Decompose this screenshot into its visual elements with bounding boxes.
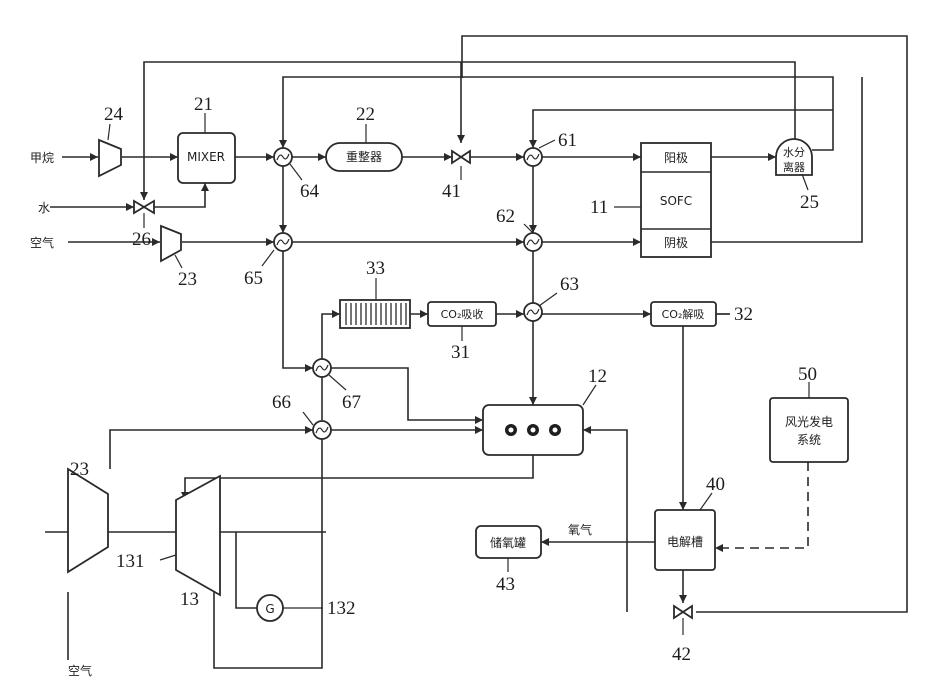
main-air-compressor: [68, 469, 108, 572]
ref-31: 31: [451, 342, 470, 363]
reformer-label: 重整器: [346, 149, 382, 164]
ref-22: 22: [356, 104, 375, 125]
hx-62: [524, 233, 542, 251]
ref-25: 25: [800, 192, 819, 213]
cathode-label: 阴极: [664, 236, 688, 250]
ref-67: 67: [342, 392, 361, 413]
valve-26: [134, 201, 154, 213]
hx-66: [313, 421, 331, 439]
hx-64: [274, 148, 292, 166]
oxygen-flow-label: 氧气: [568, 522, 592, 537]
hx-65: [274, 233, 292, 251]
separator-label-1: 水分: [783, 146, 805, 159]
mixer-label: MIXER: [187, 150, 225, 164]
ref-50: 50: [798, 364, 817, 385]
valve-41: [452, 151, 470, 163]
ref-41: 41: [442, 181, 461, 202]
ref-64: 64: [300, 181, 320, 202]
hx-61: [524, 148, 542, 166]
wind-solar-label-2: 系统: [797, 433, 821, 447]
flow-lines: [45, 36, 907, 668]
ref-63: 63: [560, 274, 579, 295]
ref-33: 33: [366, 258, 385, 279]
wind-solar-label-1: 风光发电: [785, 414, 833, 429]
ref-43: 43: [496, 574, 515, 595]
ref-21: 21: [194, 94, 213, 115]
ref-26: 26: [132, 229, 151, 250]
ref-11: 11: [590, 197, 608, 218]
wind-solar-system: [770, 398, 848, 462]
ref-24: 24: [104, 104, 124, 125]
ref-61: 61: [558, 130, 577, 151]
ref-23-bottom: 23: [70, 459, 89, 480]
methane-compressor: [99, 140, 121, 176]
water-input-label: 水: [38, 201, 50, 215]
methane-input-label: 甲烷: [30, 151, 54, 165]
ref-23-top: 23: [178, 269, 197, 290]
air-compressor: [161, 226, 181, 261]
ref-32: 32: [734, 304, 753, 325]
ref-65: 65: [244, 268, 263, 289]
generator-label: G: [265, 602, 274, 616]
separator-label-2: 离器: [783, 160, 805, 174]
electrolyzer-label: 电解槽: [667, 535, 703, 549]
ref-132: 132: [327, 598, 356, 619]
ref-42: 42: [672, 644, 691, 665]
anode-label: 阳极: [664, 151, 688, 165]
oxygen-storage-label: 储氧罐: [490, 535, 526, 550]
ref-12: 12: [588, 366, 607, 387]
air-bottom-label: 空气: [68, 663, 92, 678]
ref-62: 62: [496, 206, 515, 227]
valve-42: [674, 606, 692, 618]
ref-40: 40: [706, 474, 725, 495]
ref-131: 131: [116, 551, 145, 572]
ref-66: 66: [272, 392, 291, 413]
air-input-label: 空气: [30, 235, 54, 250]
co2-absorb-label: CO₂吸收: [441, 307, 484, 321]
ref-13: 13: [180, 589, 199, 610]
sofc-label: SOFC: [660, 194, 692, 208]
hx-67: [313, 359, 331, 377]
co2-desorb-label: CO₂解吸: [662, 307, 705, 321]
